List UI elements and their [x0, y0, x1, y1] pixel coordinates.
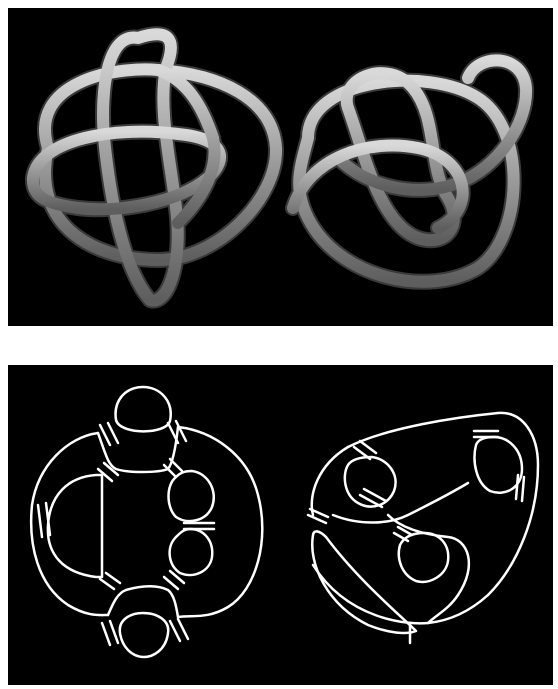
rendered-knot-left: [33, 34, 276, 300]
rendered-knots-panel: [8, 8, 553, 326]
seifert-diagram-right: [308, 413, 538, 643]
rendered-knot-right: [293, 60, 526, 281]
seifert-diagram-left: [31, 387, 262, 657]
seifert-diagrams-panel: [8, 365, 553, 685]
rendered-knots-svg: [8, 8, 553, 326]
seifert-diagrams-svg: [8, 365, 553, 685]
